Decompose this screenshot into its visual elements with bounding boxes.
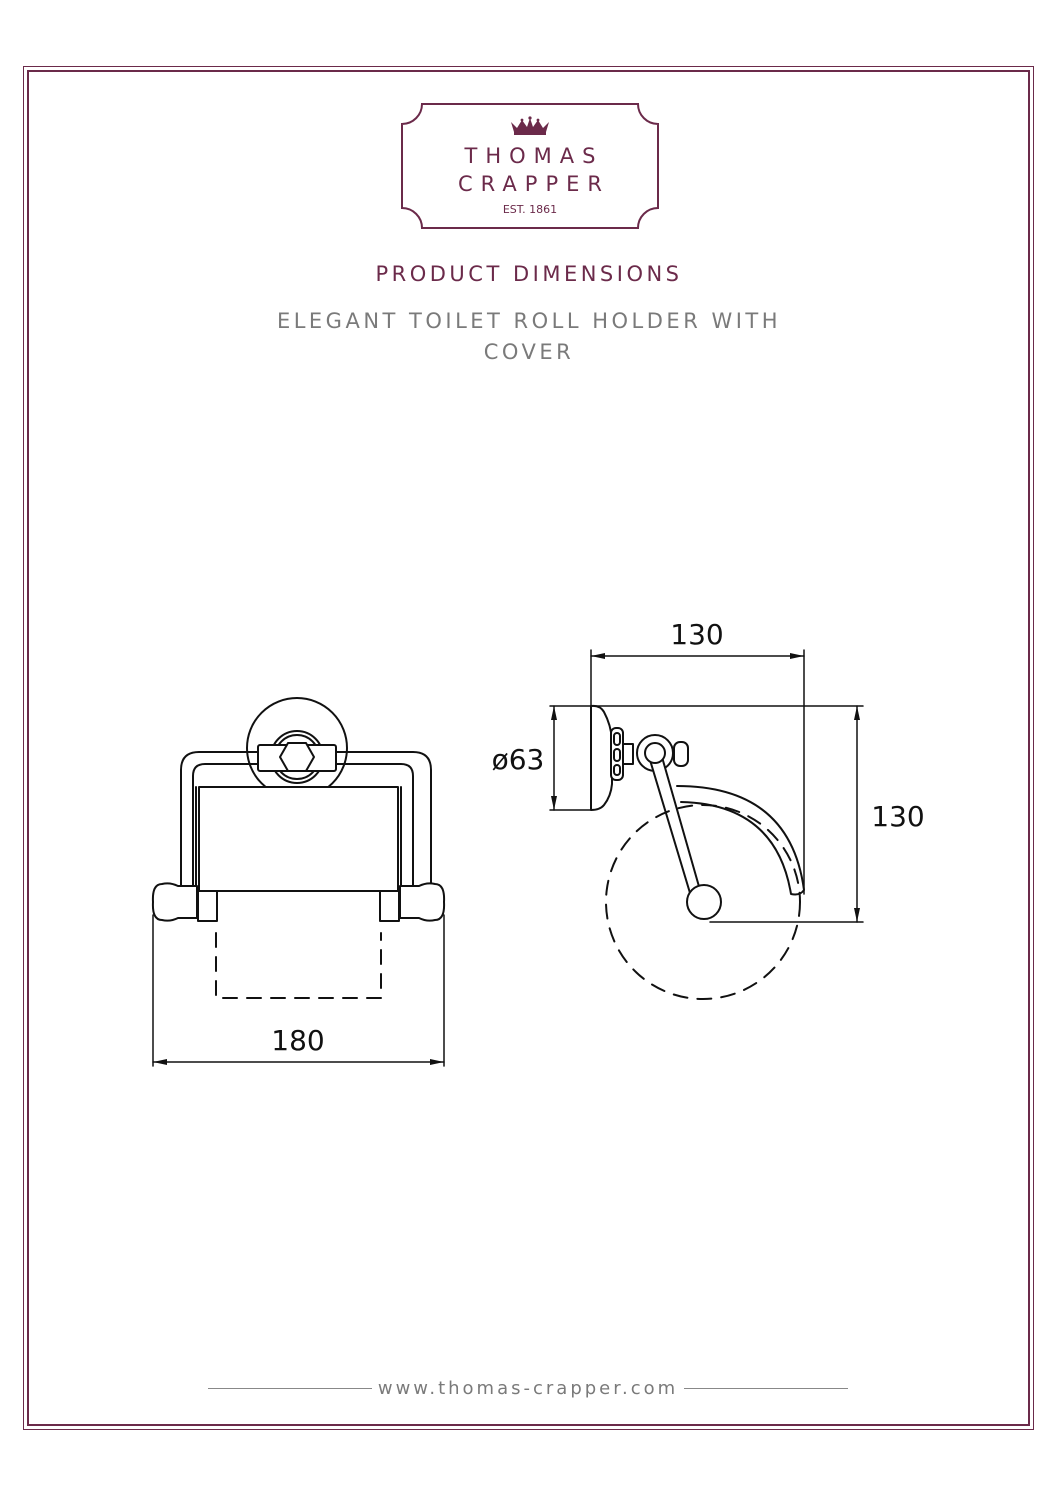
crown-icon — [511, 116, 549, 135]
logo-frame — [401, 103, 659, 229]
side-dimensions — [549, 649, 864, 923]
brand-established: EST. 1861 — [502, 203, 558, 216]
footer-rule-right — [684, 1387, 849, 1389]
backplate-diameter-label: ø63 — [492, 743, 545, 776]
height-label: 130 — [871, 800, 924, 833]
depth-label: 130 — [670, 618, 723, 651]
page-title: PRODUCT DIMENSIONS — [375, 262, 683, 286]
width-dimension — [152, 914, 445, 1067]
website-link[interactable]: www.thomas-crapper.com — [377, 1377, 679, 1399]
side-view — [590, 704, 805, 1000]
front-view — [151, 697, 446, 999]
width-label: 180 — [271, 1024, 324, 1057]
footer-rule-left — [208, 1387, 372, 1389]
product-name: ELEGANT TOILET ROLL HOLDER WITH COVER — [276, 309, 782, 364]
page-border-inner — [27, 70, 1030, 1426]
footer: www.thomas-crapper.com — [208, 1374, 849, 1402]
page-border-outer — [23, 66, 1034, 1430]
brand-logo: THOMAS CRAPPER EST. 1861 — [400, 102, 660, 230]
brand-name-line2: CRAPPER — [458, 172, 610, 196]
brand-name-line1: THOMAS — [464, 144, 604, 168]
